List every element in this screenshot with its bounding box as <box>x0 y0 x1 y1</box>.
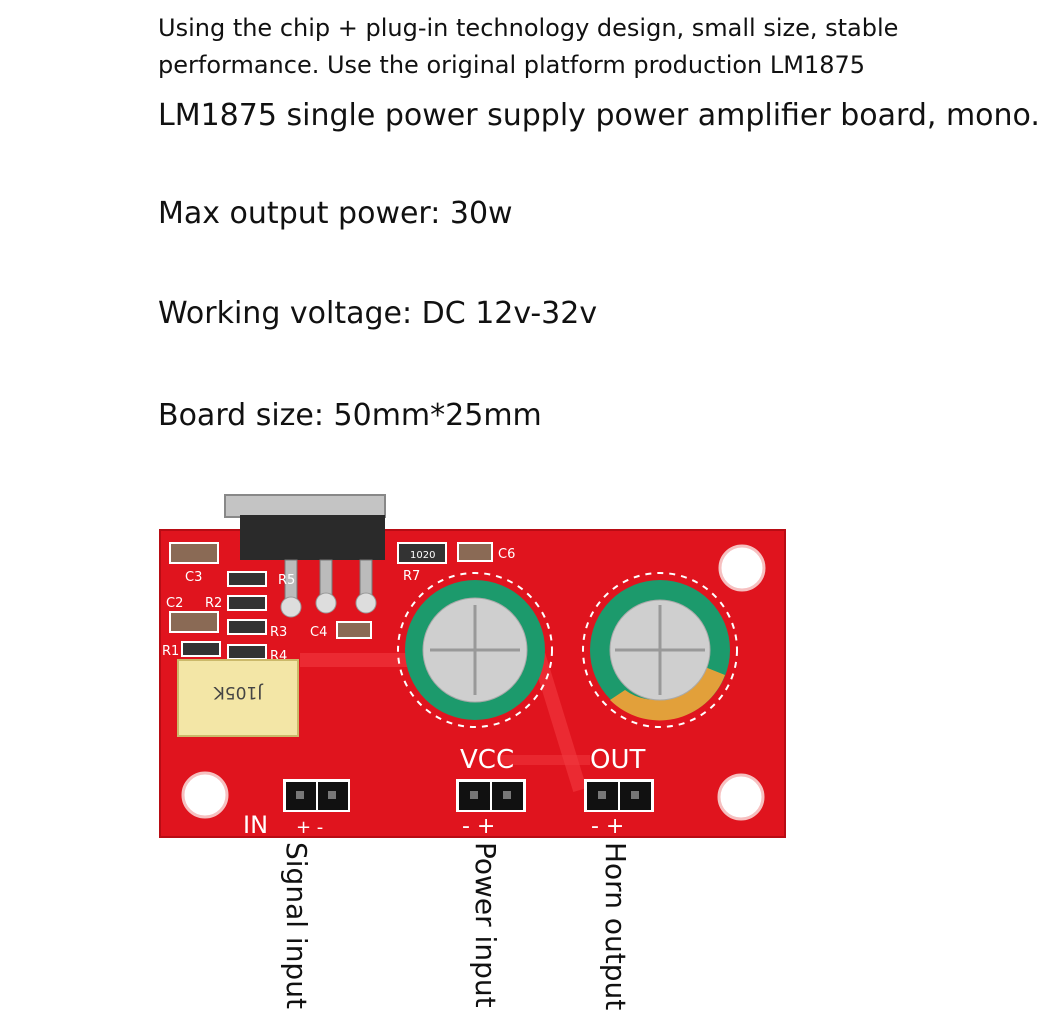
heatsink <box>224 494 386 518</box>
label-vcc: VCC <box>460 745 514 775</box>
signal-input-label: Signal input <box>280 842 313 1009</box>
label-out-polarity: - + <box>591 814 624 839</box>
film-capacitor <box>177 659 299 737</box>
spec-voltage: Working voltage: DC 12v-32v <box>158 296 598 331</box>
header-vcc <box>456 779 526 812</box>
horn-output-label: Horn output <box>599 842 632 1011</box>
label-r2: R2 <box>205 596 222 611</box>
mount-hole-top-right <box>718 544 766 592</box>
spec-max-power: Max output power: 30w <box>158 196 513 231</box>
label-in-polarity: + - <box>296 817 323 838</box>
intro-line-2: performance. Use the original platform p… <box>158 51 866 79</box>
intro-text: Using the chip + plug-in technology desi… <box>158 10 898 84</box>
label-r5: R5 <box>278 573 295 588</box>
mount-hole-bottom-left <box>181 771 229 819</box>
label-r7: R7 <box>403 569 420 584</box>
product-title: LM1875 single power supply power amplifi… <box>158 98 1040 133</box>
resistor-code: 1020 <box>410 550 435 561</box>
label-r1: R1 <box>162 644 179 659</box>
header-in <box>283 779 350 812</box>
intro-line-1: Using the chip + plug-in technology desi… <box>158 14 899 42</box>
amplifier-board-photo: C3 C2 R2 R1 R3 R4 R5 C4 R7 C6 1020 J105K… <box>159 494 786 839</box>
film-capacitor-code: J105K <box>213 682 263 702</box>
label-r3: R3 <box>270 625 287 640</box>
label-in: IN <box>243 811 268 839</box>
label-vcc-polarity: - + <box>462 814 495 839</box>
label-c6: C6 <box>498 547 515 562</box>
header-out <box>584 779 654 812</box>
label-out: OUT <box>590 745 645 775</box>
label-c4: C4 <box>310 625 327 640</box>
lm1875-chip <box>240 515 385 560</box>
power-input-label: Power input <box>469 842 502 1008</box>
spec-board-size: Board size: 50mm*25mm <box>158 398 542 433</box>
mount-hole-bottom-right <box>717 773 765 821</box>
label-c2: C2 <box>166 596 183 611</box>
label-c3: C3 <box>185 570 202 585</box>
